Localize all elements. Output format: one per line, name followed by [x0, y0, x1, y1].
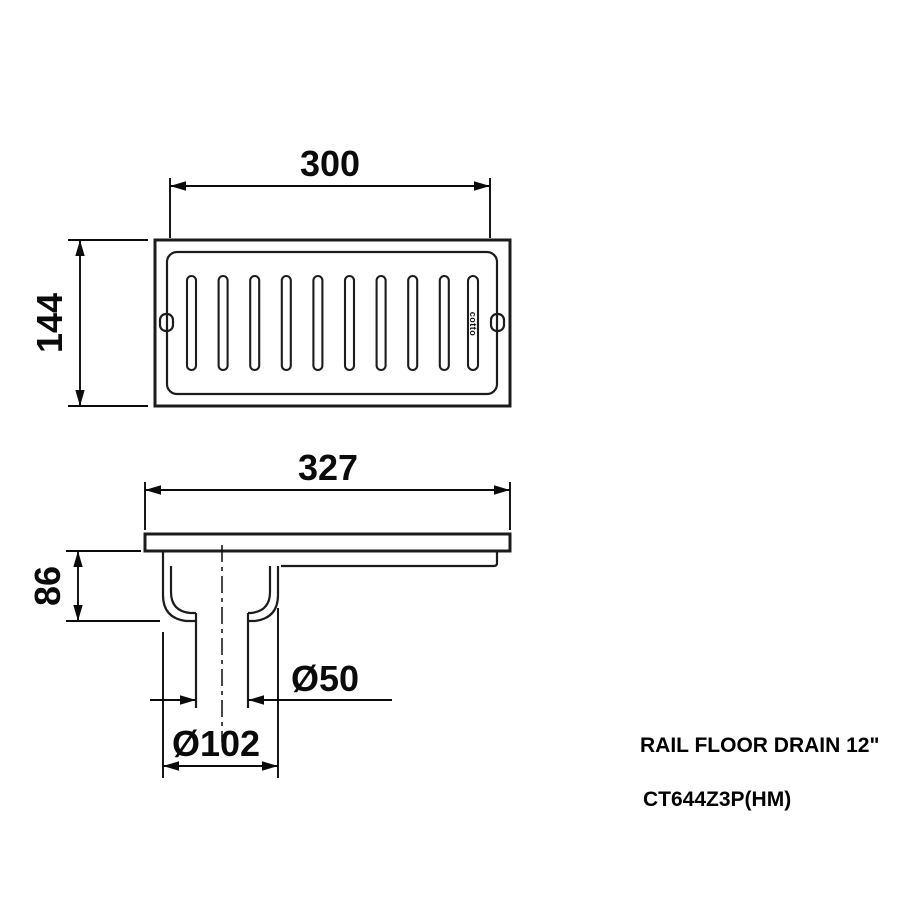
- arrowhead-bottom: [75, 390, 85, 406]
- dim-label-overall-width: 327: [298, 447, 358, 488]
- arrowhead-right: [248, 695, 264, 705]
- grate-slot-7: [375, 274, 387, 372]
- grate-slot-5: [312, 274, 324, 372]
- side-view: 327 86 Ø50: [27, 447, 512, 778]
- arrowhead-right: [262, 761, 278, 771]
- grate-slot-1: [185, 274, 198, 372]
- arrowhead-right: [494, 485, 510, 495]
- sump-outer-right: [248, 566, 280, 623]
- sump-inner-left: [169, 566, 196, 615]
- grate-slot-9: [438, 274, 450, 372]
- arrowhead-top: [73, 551, 83, 567]
- arrowhead-left: [163, 761, 179, 771]
- dim-grate-depth: 144: [29, 239, 148, 407]
- dim-label-grate-width: 300: [300, 143, 360, 184]
- arrowhead-left: [170, 181, 186, 191]
- brand-slot: [466, 274, 480, 372]
- dim-body-depth: 86: [27, 550, 160, 622]
- drain-outer-frame: [153, 238, 512, 408]
- arrowhead-right: [474, 181, 490, 191]
- tray-underside: [281, 551, 499, 568]
- dim-label-flange-diameter: Ø102: [172, 723, 260, 764]
- sump-outer-left: [161, 551, 196, 623]
- grate-slot-6: [343, 274, 356, 372]
- sump-inner-right: [248, 566, 272, 615]
- grate-notch-right: [489, 312, 506, 333]
- dim-label-grate-depth: 144: [29, 293, 70, 353]
- product-model: CT644Z3P(HM): [643, 788, 791, 811]
- grate-slot-4: [280, 274, 292, 372]
- product-title: RAIL FLOOR DRAIN 12": [640, 734, 879, 757]
- grate-slot-8: [407, 274, 419, 372]
- dim-grate-width: 300: [169, 143, 491, 238]
- dim-label-outlet-diameter: Ø50: [291, 658, 359, 699]
- title-block: RAIL FLOOR DRAIN 12" CT644Z3P(HM): [640, 734, 879, 811]
- grate-panel: [165, 250, 499, 396]
- dim-flange-diameter: Ø102: [162, 608, 279, 778]
- grate-slots: [185, 274, 450, 372]
- grate-notch-left: [158, 312, 175, 333]
- arrowhead-left: [180, 695, 196, 705]
- dim-outlet-diameter: Ø50: [150, 658, 392, 705]
- arrowhead-left: [145, 485, 161, 495]
- brand-mark: cotto: [468, 312, 478, 337]
- top-view: 300 144 cotto: [29, 143, 512, 408]
- arrowhead-top: [75, 240, 85, 256]
- dim-overall-width: 327: [144, 447, 511, 530]
- dim-label-body-depth: 86: [27, 566, 68, 606]
- top-flange: [143, 532, 512, 553]
- grate-slot-3: [249, 274, 261, 372]
- grate-slot-2: [217, 274, 229, 372]
- arrowhead-bottom: [73, 605, 83, 621]
